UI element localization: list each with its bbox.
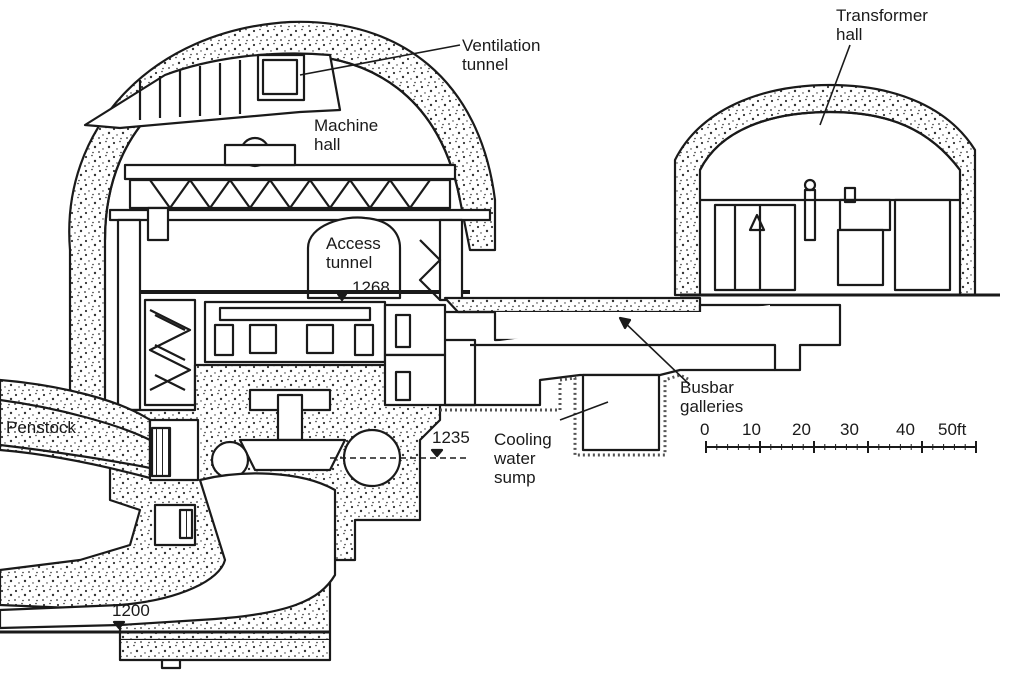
- penstock-label: Penstock: [6, 418, 76, 437]
- elev-marker-1200: [112, 620, 126, 630]
- scale-tick-label: 10: [742, 420, 761, 439]
- leader-transformer: [819, 44, 851, 126]
- scale-tick-label: 0: [700, 420, 710, 439]
- elev-marker-1235: [430, 448, 444, 458]
- leader-ventilation: [299, 44, 461, 76]
- turbine-assembly: [210, 388, 470, 488]
- busbar-galleries: [383, 296, 842, 457]
- busbar-galleries-label: Busbar galleries: [680, 378, 744, 416]
- leader-sump: [559, 401, 609, 421]
- machine-hall-cavern: [68, 20, 497, 422]
- access-tunnel: [306, 216, 402, 300]
- elevation-1268: 1268: [352, 278, 390, 297]
- elev-marker-1268: [336, 292, 348, 302]
- vent-shaft-structure: [83, 52, 342, 130]
- elevation-1200: 1200: [112, 601, 150, 620]
- scale-bar: [705, 441, 977, 453]
- access-tunnel-label: Access tunnel: [326, 234, 381, 272]
- penstock: [0, 378, 200, 547]
- overhead-crane: [123, 136, 457, 242]
- staircase: [143, 298, 197, 407]
- transformer-hall: [673, 83, 1000, 297]
- leader-busbar: [619, 317, 691, 386]
- ventilation-tunnel-opening: [256, 53, 306, 102]
- transformer-hall-label: Transformer hall: [836, 6, 928, 44]
- scale-tick-label: 50ft: [938, 420, 967, 439]
- scale-tick-label: 30: [840, 420, 859, 439]
- transformer-unit: [803, 178, 892, 287]
- draft-tube: [0, 472, 337, 630]
- cooling-water-sump-label: Cooling water sump: [494, 430, 552, 487]
- cooling-water-sump: [581, 373, 661, 452]
- scale-tick-label: 40: [896, 420, 915, 439]
- leader-busbar-arrow: [618, 316, 632, 330]
- generator-housing: [203, 300, 387, 364]
- scale-tick-label: 20: [792, 420, 811, 439]
- ventilation-tunnel-label: Ventilation tunnel: [462, 36, 541, 74]
- machine-hall-label: Machine hall: [314, 116, 379, 154]
- elevation-1235: 1235: [432, 428, 470, 447]
